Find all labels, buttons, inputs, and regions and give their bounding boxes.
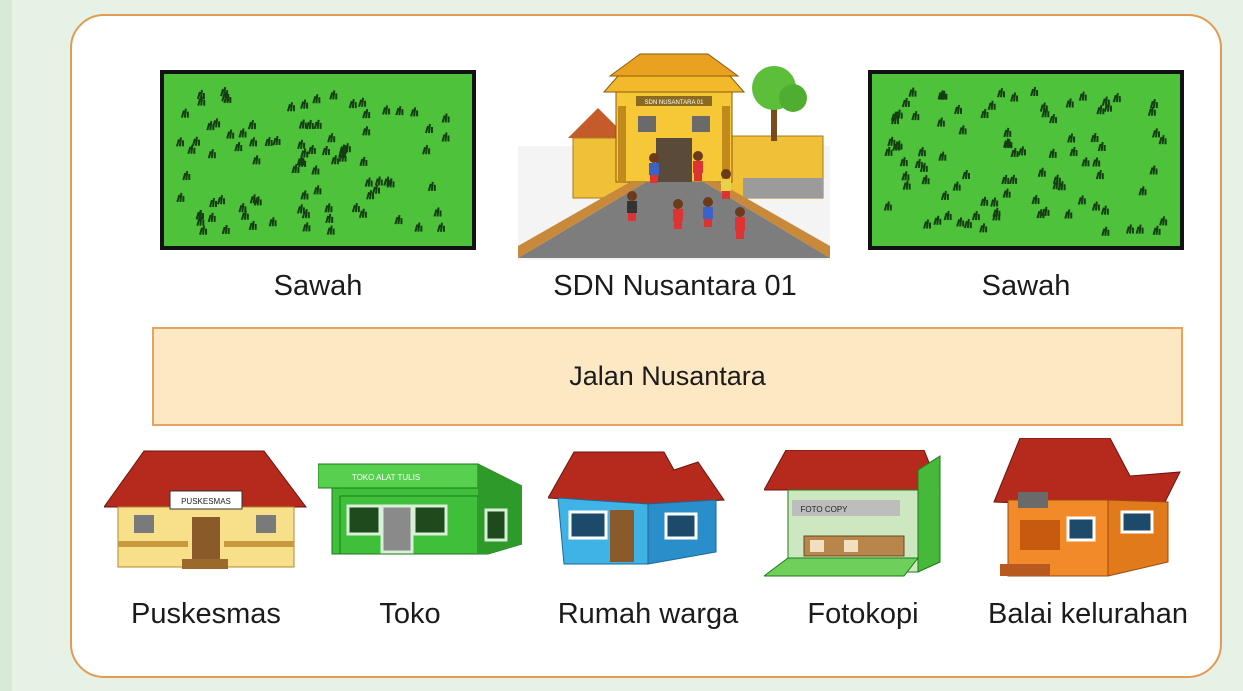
fotokopi-label: Fotokopi [807, 598, 919, 630]
rice-field-right-image [868, 70, 1184, 250]
balai-kelurahan-illustration [993, 438, 1181, 577]
rice-field-right-label: Sawah [981, 270, 1071, 302]
rice-field-left-label: Sawah [273, 270, 363, 302]
fotokopi-sign-text: FOTO COPY [801, 505, 849, 514]
school-sign-text: SDN NUSANTARA 01 [645, 100, 705, 106]
school-illustration: SDN NUSANTARA 01 [518, 53, 830, 260]
page-edge-strip [0, 0, 12, 691]
school-label: SDN Nusantara 01 [553, 270, 797, 302]
puskesmas-label: Puskesmas [131, 598, 281, 630]
rumah-warga-illustration [548, 451, 725, 565]
toko-illustration: TOKO ALAT TULIS [318, 463, 522, 555]
toko-label: Toko [379, 598, 441, 630]
road-label: Jalan Nusantara [569, 361, 766, 391]
toko-sign-text: TOKO ALAT TULIS [352, 473, 420, 482]
puskesmas-sign-text: PUSKESMAS [181, 497, 231, 506]
rice-field-left-image [160, 70, 476, 250]
fotokopi-illustration: FOTO COPY [764, 450, 941, 577]
rumah-warga-label: Rumah warga [557, 598, 739, 630]
balai-kelurahan-label: Balai kelurahan [988, 598, 1188, 630]
puskesmas-illustration: PUSKESMAS [104, 450, 307, 569]
road-jalan-nusantara: Jalan Nusantara [152, 327, 1183, 426]
